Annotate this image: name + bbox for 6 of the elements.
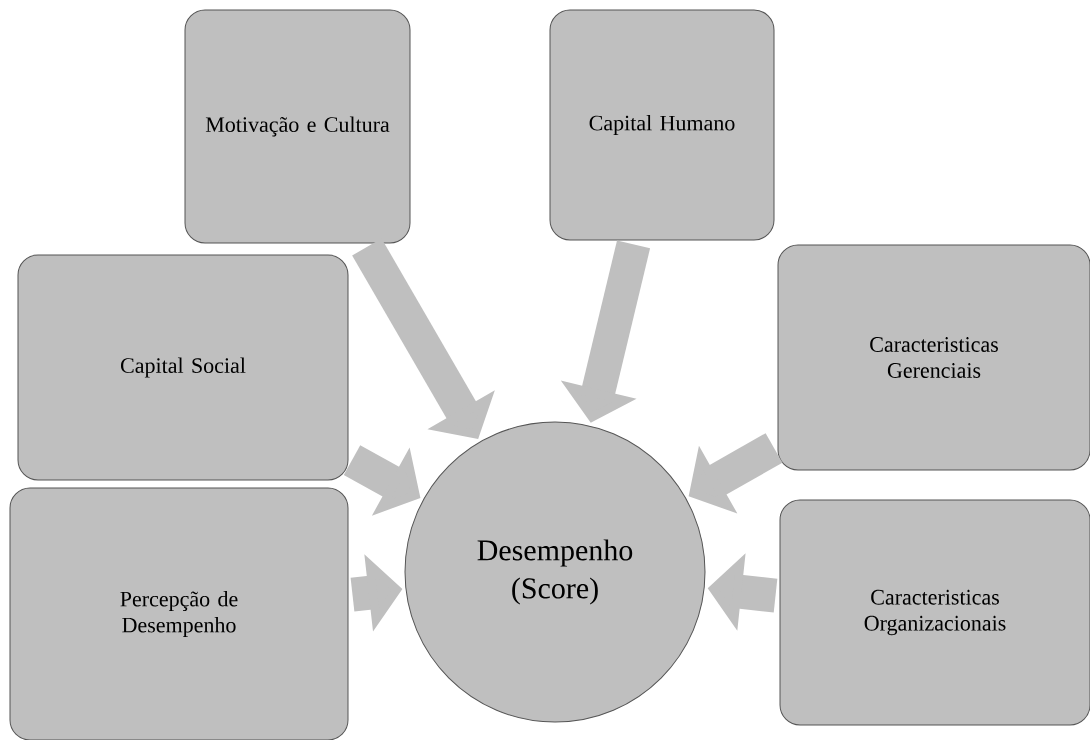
factor-box: Motivação e Cultura xyxy=(184,9,411,244)
factor-box: Capital Humano xyxy=(549,9,775,241)
factor-box: Percepção de Desempenho xyxy=(9,487,349,740)
factor-box: Caracteristicas Organizacionais xyxy=(779,499,1090,726)
factor-box: Caracteristicas Gerenciais xyxy=(777,244,1090,471)
factor-box: Capital Social xyxy=(17,254,349,481)
